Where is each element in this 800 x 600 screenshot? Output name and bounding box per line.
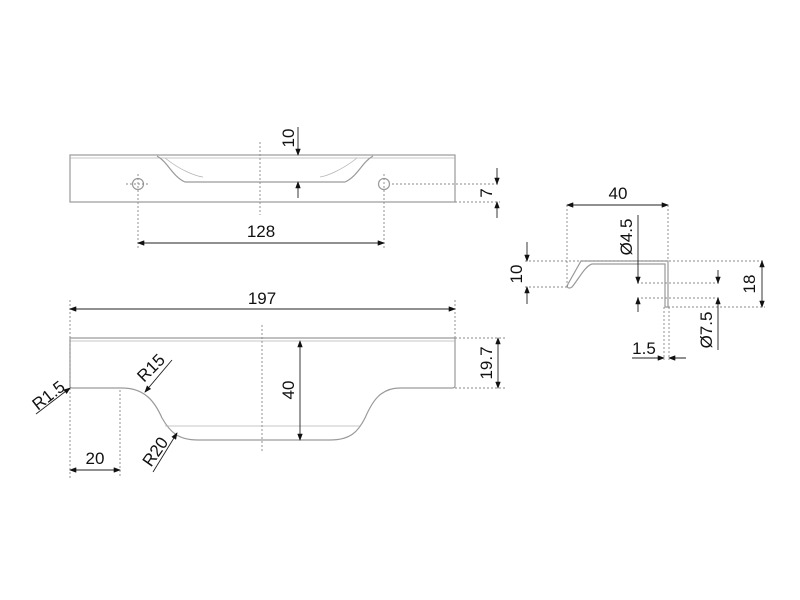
side-view-profile — [566, 260, 669, 308]
top-view: 128 10 7 — [69, 127, 500, 248]
dim-edge-offset: 20 — [86, 449, 105, 468]
dim-recess-depth: 10 — [279, 129, 298, 148]
dim-counterbore-diameter: Ø7.5 — [697, 312, 716, 349]
label-radius-lower: R20 — [139, 434, 172, 470]
side-view: 40 10 18 Ø4.5 Ø7.5 1.5 — [507, 184, 765, 361]
top-view-outline — [69, 154, 456, 203]
dim-thickness: 1.5 — [632, 339, 656, 358]
dim-hole-spacing: 128 — [247, 222, 275, 241]
label-radius-upper: R15 — [133, 350, 168, 385]
dim-hole-diameter: Ø4.5 — [617, 219, 636, 256]
dim-lip-height: 10 — [507, 265, 526, 284]
dim-length: 197 — [248, 289, 276, 308]
dim-hole-offset: 7 — [477, 188, 496, 197]
dim-depth: 40 — [609, 184, 628, 203]
dim-height: 40 — [279, 381, 298, 400]
label-radius-small: R1.5 — [29, 377, 69, 414]
front-view: 197 40 19.7 20 R1.5 R15 R20 — [29, 289, 505, 478]
dim-upper-height: 19.7 — [477, 346, 496, 379]
dim-height: 18 — [740, 275, 759, 294]
front-view-outline — [69, 337, 456, 441]
recess-outline — [156, 155, 374, 183]
